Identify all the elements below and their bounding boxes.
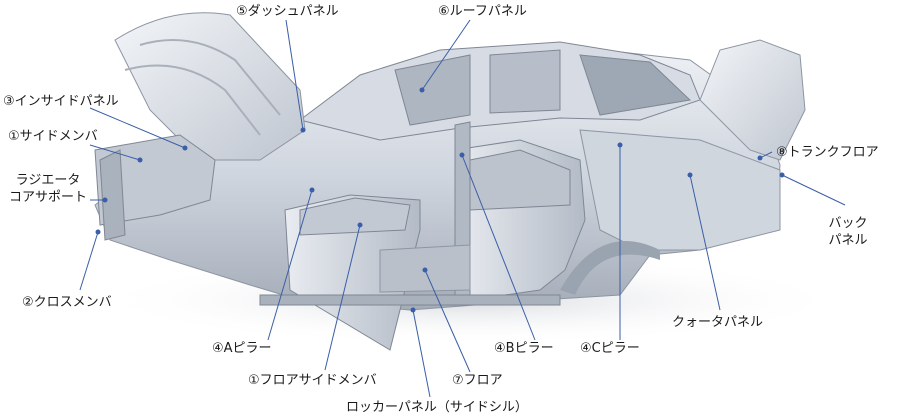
- front-frame: [94, 134, 216, 226]
- leader-a-pillar: [267, 189, 313, 341]
- label-a-pillar: ④Aピラー: [212, 341, 272, 356]
- rocker-panel: [259, 294, 561, 306]
- hood: [114, 12, 306, 161]
- radiator-support: [99, 149, 126, 241]
- trunk-lid: [699, 39, 806, 161]
- leader-dot: [95, 229, 101, 235]
- hood-rib: [124, 64, 261, 136]
- leader-quarter-panel: [689, 174, 721, 311]
- leader-dot: [357, 222, 363, 228]
- leader-dot: [779, 172, 785, 178]
- leader-dot: [182, 145, 188, 151]
- label-floor: ⑦フロア: [452, 373, 503, 388]
- leader-floor: [424, 269, 471, 373]
- leader-dot: [617, 142, 623, 148]
- leader-floor-side-member: [324, 224, 361, 371]
- leader-roof-panel: [421, 19, 471, 91]
- roof-opening-rear: [489, 49, 561, 114]
- leader-cross-member: [79, 231, 99, 291]
- leader-dots: [95, 87, 785, 313]
- leader-dot: [137, 157, 143, 163]
- leader-inside-panel: [89, 107, 186, 149]
- leader-side-member: [89, 144, 141, 161]
- leader-dot: [300, 127, 306, 133]
- label-c-pillar: ④Cピラー: [580, 341, 640, 356]
- label-radiator-support: ラジエータ コアサポート: [6, 172, 90, 206]
- leader-dash-panel: [285, 19, 304, 131]
- leader-dot: [422, 267, 428, 273]
- leader-lines: [79, 19, 846, 398]
- label-quarter-panel: クォータパネル: [672, 315, 764, 330]
- label-side-member: ①サイドメンバ: [8, 129, 98, 144]
- leader-b-pillar: [461, 154, 536, 341]
- label-rocker-panel: ロッカーパネル（サイドシル）: [346, 400, 528, 415]
- label-back-panel-line2: パネル: [828, 233, 868, 248]
- label-b-pillar: ④Bピラー: [494, 341, 554, 356]
- quarter-panel: [579, 129, 781, 251]
- leader-back-panel: [781, 174, 846, 206]
- label-inside-panel: ③インサイドパネル: [3, 94, 119, 109]
- label-dash-panel: ⑤ダッシュパネル: [236, 4, 339, 19]
- label-cross-member: ②クロスメンバ: [22, 295, 112, 310]
- leader-dot: [410, 307, 416, 313]
- label-radiator-support-line2: コアサポート: [8, 190, 87, 205]
- label-roof-panel: ⑥ルーフパネル: [438, 4, 527, 19]
- leader-dot: [419, 87, 425, 93]
- roof-opening: [394, 54, 471, 126]
- rear-wheel-arch: [560, 241, 660, 295]
- hood-rib: [139, 39, 281, 116]
- leader-dot: [687, 172, 693, 178]
- leader-dot: [459, 152, 465, 158]
- label-back-panel: バック パネル: [818, 215, 878, 249]
- label-radiator-support-line1: ラジエータ: [15, 173, 81, 188]
- label-trunk-floor: ⑧トランクフロア: [776, 145, 879, 160]
- leader-rocker-panel: [412, 309, 431, 398]
- leader-dot: [309, 187, 315, 193]
- leader-dot: [102, 197, 108, 203]
- leader-dot: [757, 155, 763, 161]
- label-back-panel-line1: バック: [828, 216, 868, 231]
- rear-window-opening: [579, 54, 692, 116]
- label-floor-side-member: ①フロアサイドメンバ: [248, 373, 377, 388]
